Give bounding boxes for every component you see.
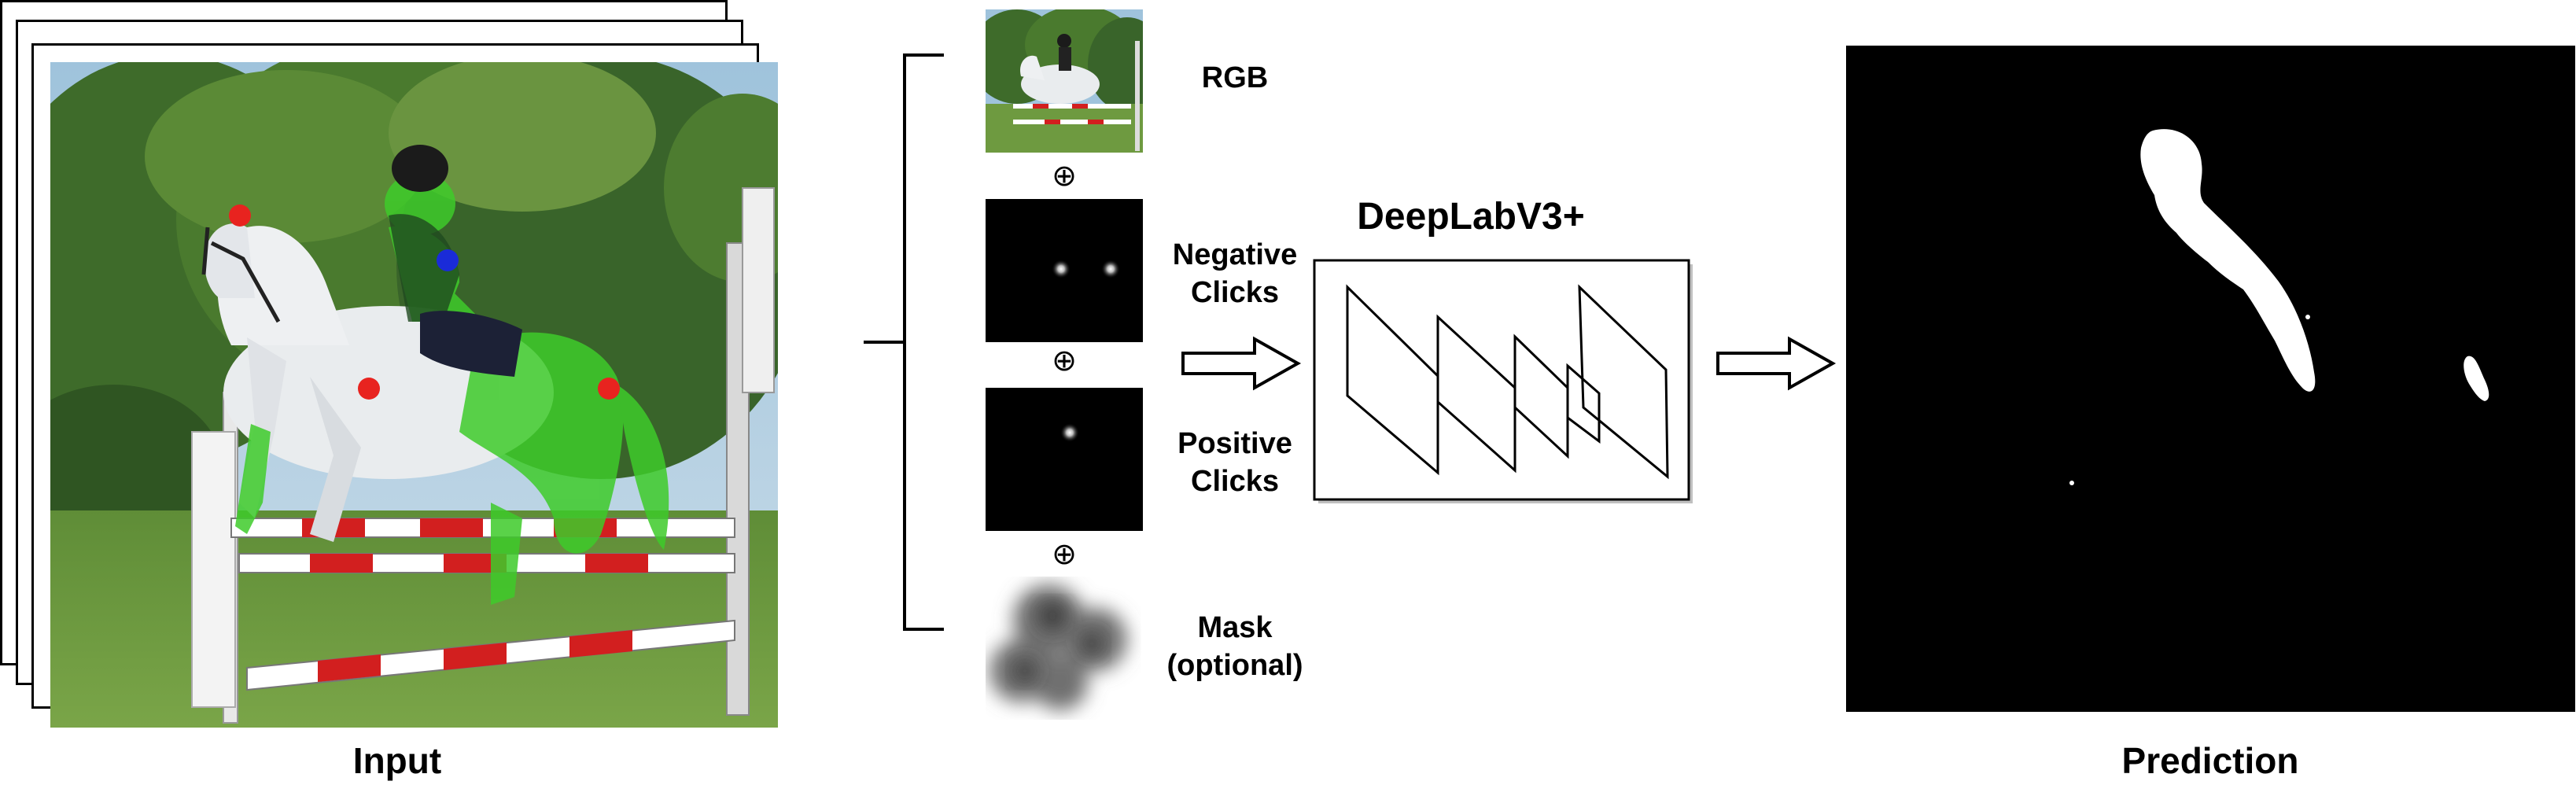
network-title: DeepLabV3+ xyxy=(1357,196,1585,238)
positive-click-dot xyxy=(437,249,459,271)
network-layers xyxy=(1346,284,1669,480)
concat-plus-icon: ⊕ xyxy=(1052,158,1077,193)
negative-clicks-map xyxy=(986,199,1143,342)
concat-plus-icon: ⊕ xyxy=(1052,343,1077,378)
input-label: Input xyxy=(352,740,442,781)
positive-label-line2: Clicks xyxy=(1191,465,1279,498)
positive-clicks-map xyxy=(986,388,1143,531)
negative-click-dot xyxy=(229,205,251,227)
bracket-icon xyxy=(864,53,944,631)
prediction-label: Prediction xyxy=(2121,740,2299,781)
mask-label-line1: Mask xyxy=(1197,611,1273,644)
rgb-thumbnail xyxy=(986,9,1143,153)
mask-thumbnail xyxy=(986,577,1143,720)
concat-plus-icon: ⊕ xyxy=(1052,536,1077,571)
mask-label: Mask (optional) xyxy=(1156,609,1314,684)
positive-clicks-label: Positive Clicks xyxy=(1156,425,1314,500)
negative-click-dot xyxy=(358,378,380,400)
deeplab-network-box xyxy=(1313,259,1693,503)
negative-label-line1: Negative xyxy=(1172,238,1298,271)
arrow-right-icon xyxy=(1181,336,1302,391)
rgb-label: RGB xyxy=(1201,61,1269,94)
negative-clicks-label: Negative Clicks xyxy=(1156,236,1314,311)
negative-click-dot xyxy=(598,378,620,400)
prediction-mask xyxy=(1846,46,2575,712)
mask-label-line2: (optional) xyxy=(1166,649,1303,682)
arrow-right-icon xyxy=(1716,336,1837,391)
predicted-foreground xyxy=(2069,129,2489,485)
input-image xyxy=(50,62,778,728)
positive-label-line1: Positive xyxy=(1177,427,1292,460)
negative-label-line2: Clicks xyxy=(1191,276,1279,309)
